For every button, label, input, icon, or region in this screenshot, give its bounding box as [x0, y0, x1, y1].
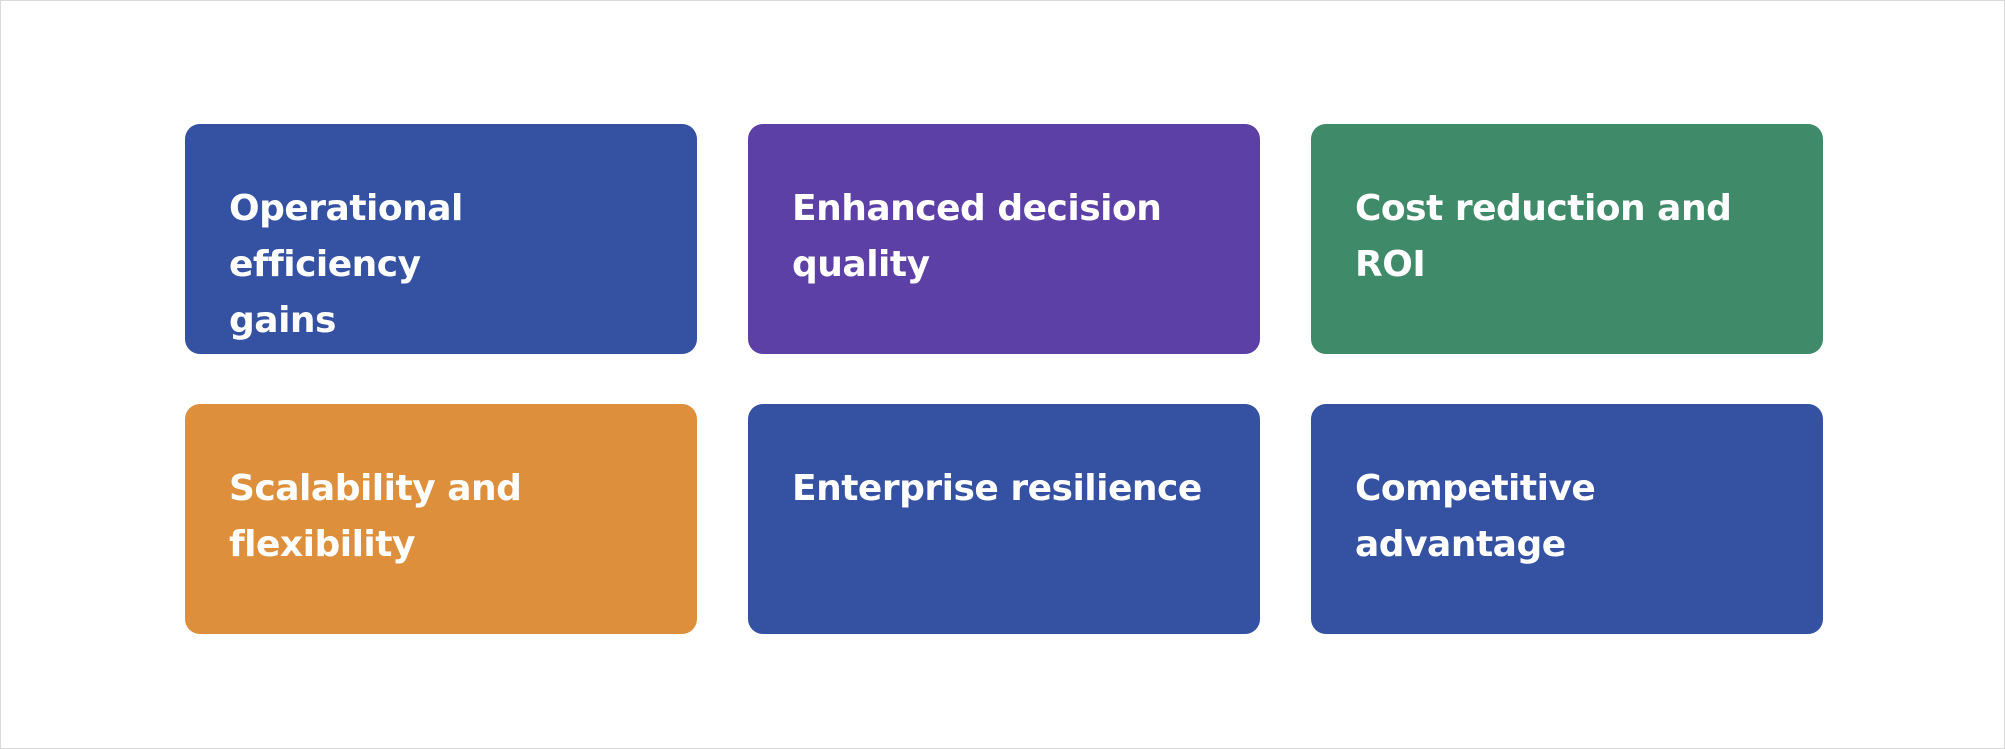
- card-operational-efficiency-gains: Operational efficiency gains: [185, 124, 697, 354]
- card-enhanced-decision-quality: Enhanced decision quality: [748, 124, 1260, 354]
- card-label: Enhanced decision quality: [792, 188, 1162, 285]
- card-enterprise-resilience: Enterprise resilience: [748, 404, 1260, 634]
- benefits-card-grid: Operational efficiency gains Enhanced de…: [185, 124, 1823, 634]
- card-label: Scalability and flexibility: [229, 468, 522, 565]
- card-competitive-advantage: Competitive advantage: [1311, 404, 1823, 634]
- card-label: Cost reduction and ROI: [1355, 188, 1732, 285]
- card-label: Operational efficiency gains: [229, 188, 463, 341]
- card-label: Enterprise resilience: [792, 468, 1202, 509]
- card-label: Competitive advantage: [1355, 468, 1596, 565]
- card-cost-reduction-and-roi: Cost reduction and ROI: [1311, 124, 1823, 354]
- card-scalability-and-flexibility: Scalability and flexibility: [185, 404, 697, 634]
